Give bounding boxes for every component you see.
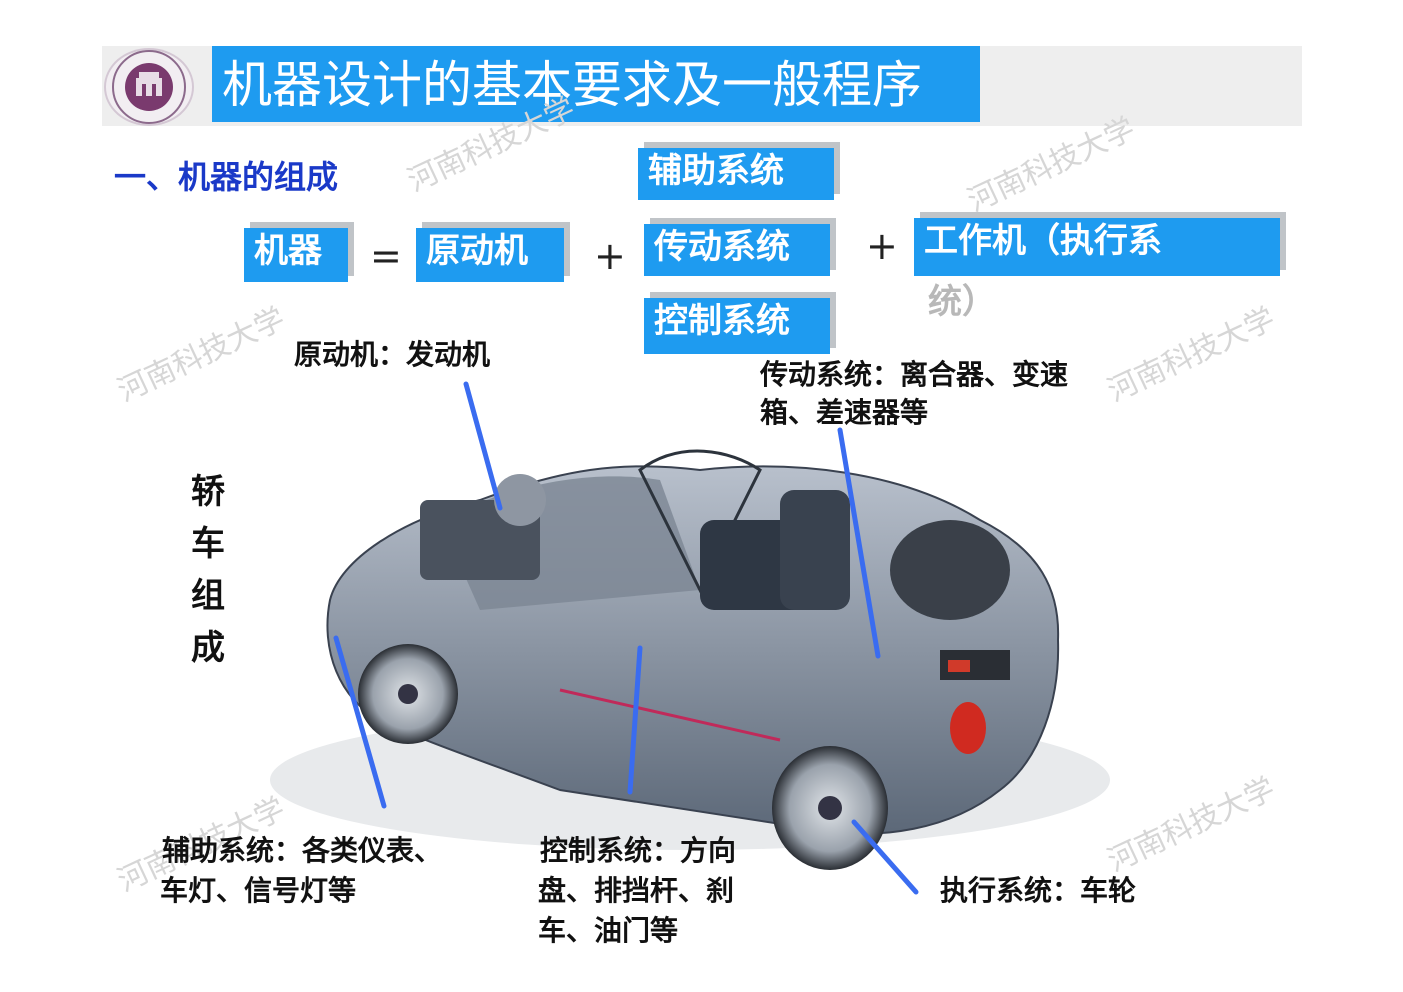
plus-sign: + <box>594 234 626 278</box>
control-label-line3: 车、油门等 <box>538 914 679 947</box>
plus-sign: + <box>866 224 898 268</box>
auxiliary-label-line2: 车灯、信号灯等 <box>160 874 357 907</box>
vertical-char: 轿 <box>191 472 225 512</box>
university-seal-icon <box>104 48 194 126</box>
transmission-system-box: 传动系统 <box>644 224 830 276</box>
transmission-label-line1: 传动系统：离合器、变速 <box>760 358 1069 391</box>
transmission-label-line2: 箱、差速器等 <box>760 396 929 429</box>
vertical-char: 成 <box>191 628 225 668</box>
vertical-char: 组 <box>191 576 225 616</box>
executor-box: 工作机（执行系 <box>914 218 1280 276</box>
vertical-char: 车 <box>191 524 225 564</box>
title-box <box>212 46 980 122</box>
auxiliary-label-line1: 辅助系统：各类仪表、 <box>162 834 443 867</box>
control-label-line1: 控制系统：方向 <box>540 834 737 867</box>
auxiliary-system-box: 辅助系统 <box>638 148 834 200</box>
section-heading: 一、机器的组成 <box>114 158 339 196</box>
page-title: 机器设计的基本要求及一般程序 <box>222 56 922 114</box>
vertical-caption: 轿 车 组 成 <box>186 466 230 674</box>
equals-sign: = <box>370 234 402 278</box>
prime-mover-label: 原动机：发动机 <box>294 338 491 371</box>
executor-box-overflow: 统） <box>928 282 996 322</box>
executor-label: 执行系统：车轮 <box>940 874 1137 907</box>
control-system-box: 控制系统 <box>644 298 830 354</box>
machine-box: 机器 <box>244 228 348 282</box>
control-label-line2: 盘、排挡杆、刹 <box>538 874 735 907</box>
prime-mover-box: 原动机 <box>416 228 564 282</box>
